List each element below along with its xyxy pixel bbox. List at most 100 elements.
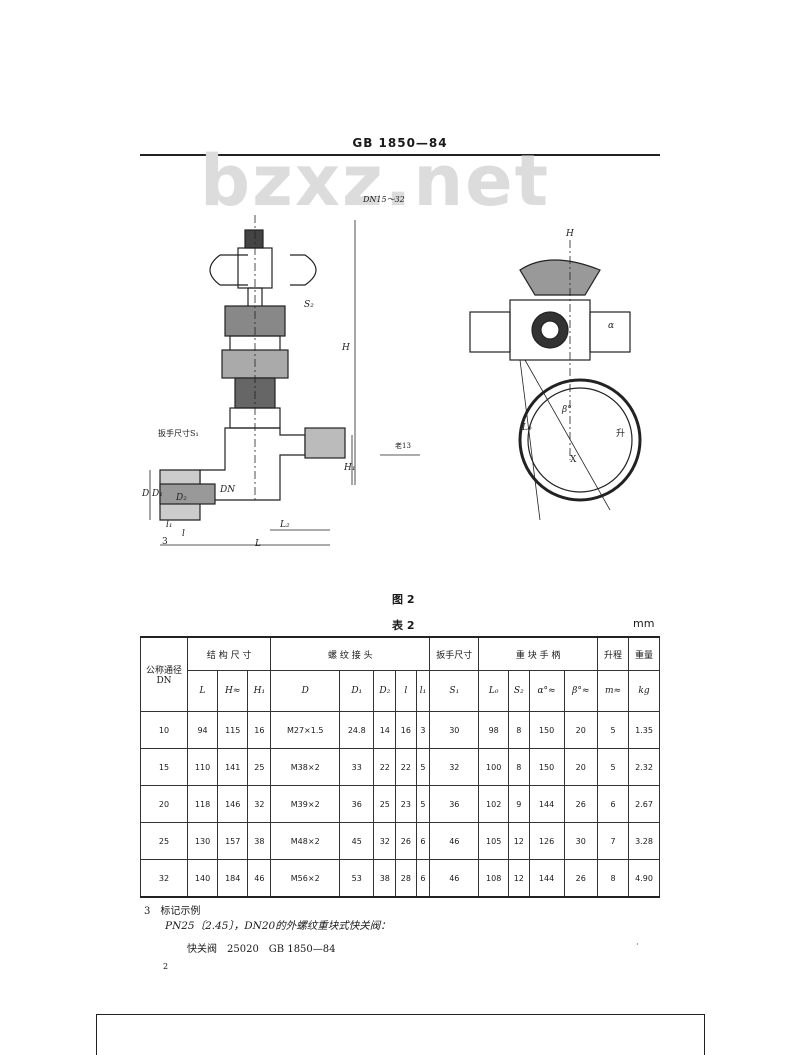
table-cell: 46 [247,859,272,898]
table-cell: 46 [429,822,480,860]
table-cell: 5 [415,785,431,823]
table-cell: 2.67 [628,785,660,823]
hdr-handle: 重 块 手 柄 [478,636,598,671]
table-cell: 144 [528,785,565,823]
table-cell: M39×2 [270,785,341,823]
label-h1: H₁ [343,463,355,473]
page-number: 2 [163,962,169,971]
table-cell: 130 [186,822,219,860]
hdr-lift: 升程 [597,636,629,671]
label-dn: DN [219,485,236,495]
table-cell: 28 [395,859,417,898]
table-cell: 144 [528,859,565,898]
table-cell: 14 [373,711,397,749]
hdr-thread: 螺 纹 接 头 [270,636,431,671]
table-cell: 20 [563,748,599,786]
table-cell: 6 [415,822,431,860]
table-cell: 140 [186,859,219,898]
table-cell: 38 [373,859,397,898]
table-cell: 12 [508,822,530,860]
table-cell: 23 [395,785,417,823]
table-cell: 36 [429,785,480,823]
table-cell: 100 [478,748,510,786]
table-cell: M56×2 [270,859,341,898]
header-rule [140,154,660,156]
table-cell: 45 [339,822,375,860]
table-cell: 6 [415,859,431,898]
label-h: H [341,343,350,353]
table-unit: mm [633,617,655,630]
sub-d2: D₂ [373,670,397,712]
table-cell: 15 [140,748,188,786]
table-cell: 3 [415,711,431,749]
table-cell: 32 [247,785,272,823]
table-cell: 36 [339,785,375,823]
table-cell: 16 [247,711,272,749]
table-cell: 8 [508,748,530,786]
example-line-2: 快关阀 25020 GB 1850—84 [187,944,336,955]
table-cell: 53 [339,859,375,898]
sub-s1: S₁ [429,670,480,712]
sub-l1: l₁ [415,670,431,712]
table-title: 表 2 [392,619,415,632]
table-cell: 4.90 [628,859,660,898]
sub-l0: L₀ [478,670,510,712]
label-d: D [141,489,149,499]
standard-header: GB 1850—84 [352,136,448,150]
hdr-weight: 重量 [628,636,660,671]
hdr-dn: 公称通径 DN [140,636,188,712]
label-mark13: 老13 [395,441,411,450]
table-cell: 26 [563,859,599,898]
table-cell: 20 [140,785,188,823]
table-cell: 16 [395,711,417,749]
hdr-structure: 结 构 尺 寸 [186,636,272,671]
table-cell: 12 [508,859,530,898]
sub-m: m≈ [597,670,629,712]
table-cell: 25 [373,785,397,823]
table-cell: 108 [478,859,510,898]
table-cell: 94 [186,711,219,749]
watermark: bzxz.net [200,140,551,222]
label-n3: 3 [162,537,168,547]
example-line-1: PN25〔2.45〕，DN20的外螺纹重块式快关阀： [165,920,391,932]
label-alpha: α [608,321,614,331]
figure-caption: 图 2 [392,593,415,606]
table-cell: 46 [429,859,480,898]
sub-d1: D₁ [339,670,375,712]
table-cell: 157 [217,822,249,860]
label-tail: l [182,529,185,539]
label-spanner: 扳手尺寸S₁ [158,428,199,438]
table-cell: 5 [597,711,629,749]
label-d1: D₁ [151,489,163,499]
label-up: 升 [616,428,625,439]
table-cell: 8 [508,711,530,749]
table-cell: 7 [597,822,629,860]
stray-mark: · [636,940,639,949]
table-cell: 118 [186,785,219,823]
table-cell: 22 [395,748,417,786]
table-cell: 33 [339,748,375,786]
table-cell: 38 [247,822,272,860]
sub-h: H≈ [217,670,249,712]
table-cell: 10 [140,711,188,749]
table-cell: 6 [597,785,629,823]
table-cell: 1.35 [628,711,660,749]
table-cell: 110 [186,748,219,786]
table-cell: M38×2 [270,748,341,786]
valve-drawing: S₂ H H₁ 扳手尺寸S₁ 老13 D D₁ D₂ DN L₂ l₁ L 3 … [141,215,642,549]
table-cell: 3.28 [628,822,660,860]
label-hh: H [565,229,574,239]
table-cell: 25 [140,822,188,860]
hdr-spanner: 扳手尺寸 [429,636,480,671]
table-cell: 184 [217,859,249,898]
table-cell: 24.8 [339,711,375,749]
table-cell: 26 [563,785,599,823]
sub-kg: kg [628,670,660,712]
table-cell: 126 [528,822,565,860]
table-cell: 150 [528,748,565,786]
table-cell: M27×1.5 [270,711,341,749]
table-cell: 9 [508,785,530,823]
